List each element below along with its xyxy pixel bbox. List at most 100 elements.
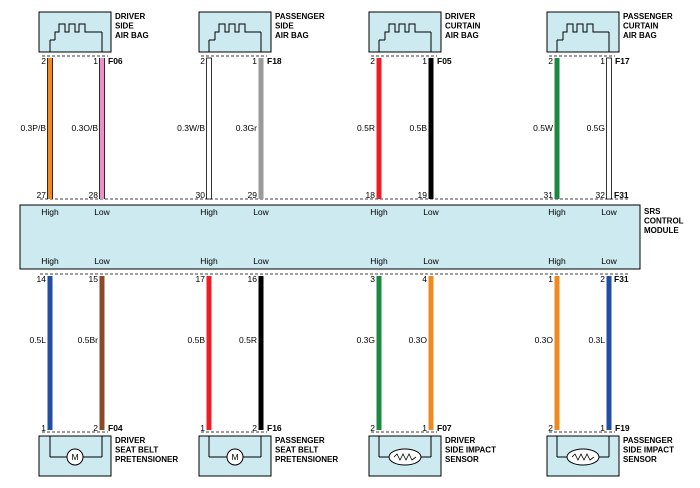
component-name-line: AIR BAG xyxy=(445,31,479,40)
wire-0.3P/B xyxy=(47,58,53,199)
component-pin: 2 xyxy=(41,56,46,66)
module-name-line: CONTROL xyxy=(644,217,684,226)
component-name-line: SIDE xyxy=(115,22,134,31)
wire-label: 0.3G xyxy=(357,335,375,345)
component-pin: 1 xyxy=(41,423,46,433)
module-pin: 32 xyxy=(596,190,606,200)
component-pin: 2 xyxy=(548,56,553,66)
motor-symbol: M xyxy=(231,452,238,462)
component-pin: 2 xyxy=(252,423,257,433)
wire-label: 0.3Gr xyxy=(236,123,257,133)
wire-0.3W/B xyxy=(206,57,212,200)
component-pin: 1 xyxy=(200,423,205,433)
wire-0.3O/B xyxy=(99,58,105,199)
component-name-line: PRETENSIONER xyxy=(115,455,178,464)
component-pin: 2 xyxy=(370,56,375,66)
component-pin: 1 xyxy=(600,423,605,433)
component-pin: 1 xyxy=(422,423,427,433)
wire-0.5G xyxy=(606,57,612,200)
component-name-line: CURTAIN xyxy=(445,22,481,31)
wire-label: 0.5Br xyxy=(78,335,98,345)
terminal-label: Low xyxy=(253,207,269,217)
component-pin: 1 xyxy=(422,56,427,66)
component-name-line: AIR BAG xyxy=(115,31,149,40)
component-name-line: PASSENGER xyxy=(275,12,325,21)
component-pin: 1 xyxy=(252,56,257,66)
terminal-label: High xyxy=(370,207,388,217)
wire-0.3G xyxy=(376,276,382,430)
wire-label: 0.5B xyxy=(188,335,206,345)
component-pin: 2 xyxy=(548,423,553,433)
component-pin: 2 xyxy=(200,56,205,66)
module-pin: 4 xyxy=(422,274,427,284)
component-name-line: PASSENGER xyxy=(623,12,673,21)
component-name-line: PRETENSIONER xyxy=(275,455,338,464)
component-name-line: SEAT BELT xyxy=(275,446,318,455)
terminal-label: High xyxy=(370,256,388,266)
connector-id: F05 xyxy=(437,56,452,66)
wire-label: 0.5B xyxy=(410,123,428,133)
wire-label: 0.3O/B xyxy=(72,123,99,133)
wire-0.5L xyxy=(47,276,53,430)
component-pin: 1 xyxy=(93,56,98,66)
terminal-label: Low xyxy=(601,207,617,217)
wire-0.5B xyxy=(206,276,212,430)
wire-label: 0.5R xyxy=(239,335,257,345)
connector-id: F18 xyxy=(267,56,282,66)
connector-id: F07 xyxy=(437,423,452,433)
component-name-line: SIDE IMPACT xyxy=(445,446,496,455)
module-pin: 31 xyxy=(544,190,554,200)
wire-label: 0.3O xyxy=(409,335,428,345)
component-name-line: SEAT BELT xyxy=(115,446,158,455)
wire-label: 0.3O xyxy=(535,335,554,345)
component-name-line: AIR BAG xyxy=(275,31,309,40)
wire-0.3L xyxy=(606,276,612,430)
terminal-label: High xyxy=(41,207,59,217)
wire-0.5R xyxy=(376,58,382,199)
component-name-line: DRIVER xyxy=(445,436,475,445)
component-name-line: PASSENGER xyxy=(275,436,325,445)
component-name-line: SIDE xyxy=(275,22,294,31)
wire-0.5R xyxy=(258,276,264,430)
component-name-line: SIDE IMPACT xyxy=(623,446,674,455)
wire-label: 0.3L xyxy=(588,335,605,345)
wire-0.3O xyxy=(428,276,434,430)
terminal-label: Low xyxy=(601,256,617,266)
connector-id: F17 xyxy=(615,56,630,66)
module-bottom-connector-id: F31 xyxy=(614,274,629,284)
module-pin: 30 xyxy=(196,190,206,200)
resistor-zigzag xyxy=(393,453,417,461)
terminal-label: Low xyxy=(94,256,110,266)
terminal-label: High xyxy=(200,256,218,266)
component-name-line: PASSENGER xyxy=(623,436,673,445)
module-pin: 2 xyxy=(600,274,605,284)
wire-label: 0.3W/B xyxy=(177,123,205,133)
module-pin: 14 xyxy=(37,274,47,284)
module-name-line: MODULE xyxy=(644,226,679,235)
terminal-label: High xyxy=(548,256,566,266)
wire-0.3O xyxy=(554,276,560,430)
connector-id: F19 xyxy=(615,423,630,433)
srs-control-module xyxy=(19,204,641,270)
terminal-label: Low xyxy=(253,256,269,266)
component-pin: 2 xyxy=(93,423,98,433)
component-name-line: DRIVER xyxy=(115,436,145,445)
module-top-connector-id: F31 xyxy=(614,190,629,200)
component-name-line: SENSOR xyxy=(445,455,479,464)
terminal-label: Low xyxy=(423,256,439,266)
wire-label: 0.3P/B xyxy=(20,123,46,133)
resistor-icon xyxy=(566,448,600,466)
component-name-line: DRIVER xyxy=(115,12,145,21)
component-name-line: AIR BAG xyxy=(623,31,657,40)
wire-0.5B xyxy=(428,58,434,199)
module-pin: 28 xyxy=(89,190,99,200)
motor-symbol: M xyxy=(71,452,78,462)
terminal-label: High xyxy=(548,207,566,217)
squib-icon xyxy=(562,23,599,40)
terminal-label: High xyxy=(200,207,218,217)
squib-icon xyxy=(384,23,421,40)
wire-label: 0.5W xyxy=(533,123,553,133)
wire-0.5Br xyxy=(99,276,105,430)
terminal-label: Low xyxy=(423,207,439,217)
